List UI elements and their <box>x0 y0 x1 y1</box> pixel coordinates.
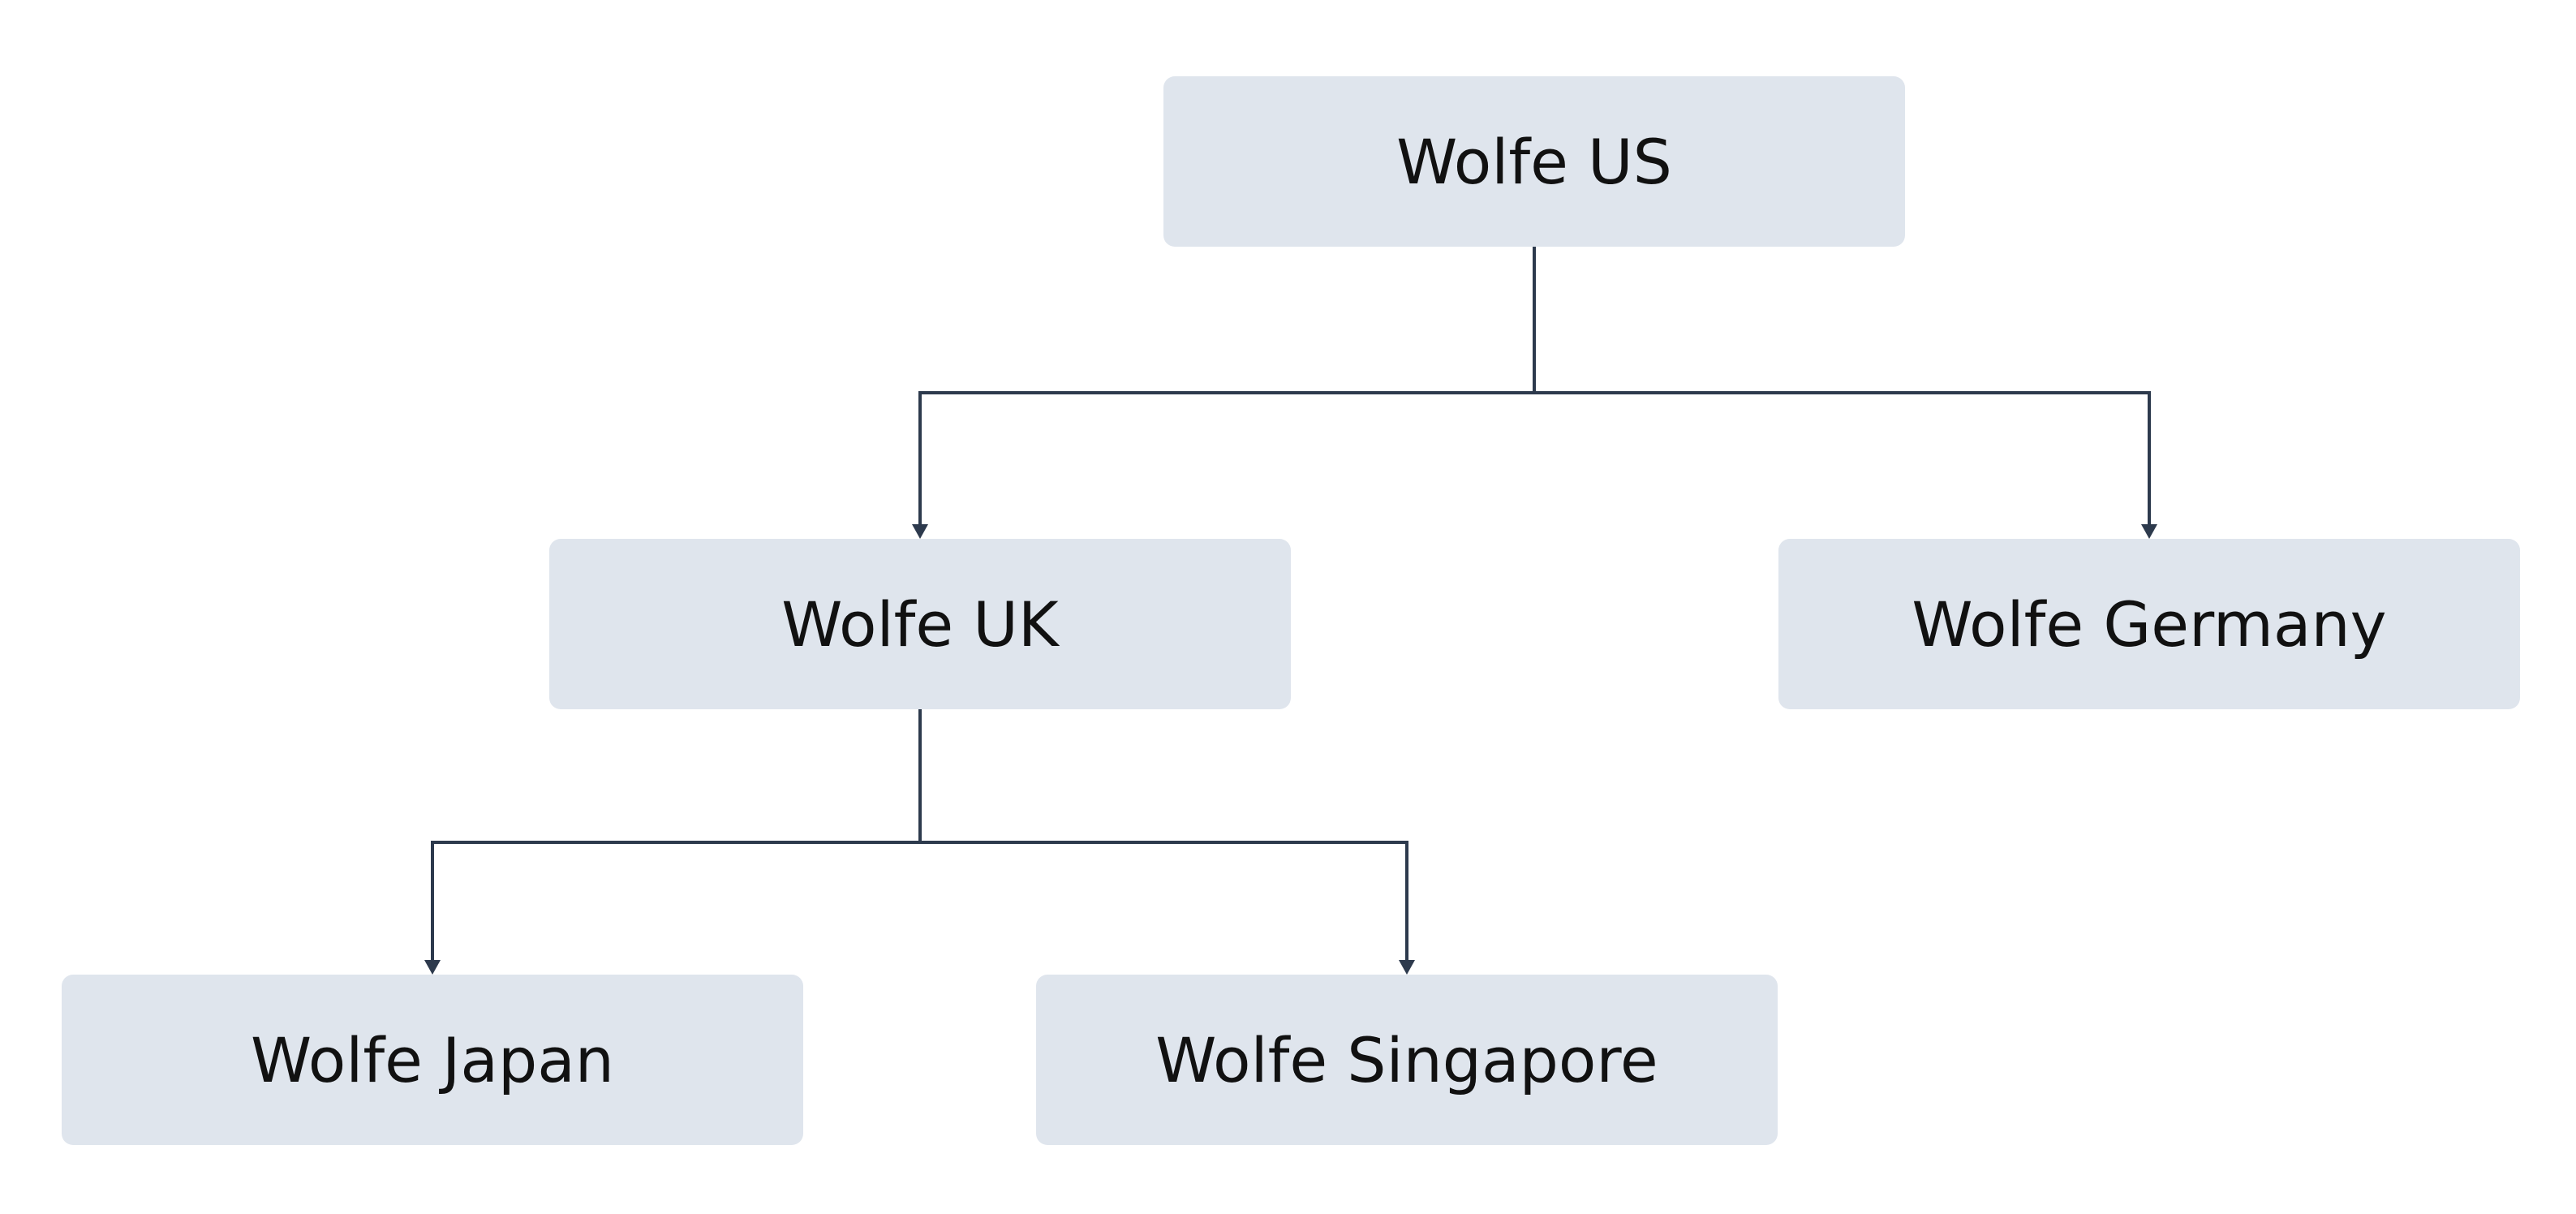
connector-uk-to-singapore <box>920 841 1408 963</box>
arrowhead-japan <box>424 960 441 975</box>
node-label-germany: Wolfe Germany <box>1912 588 2387 661</box>
node-wolfe-germany[interactable]: Wolfe Germany <box>1778 539 2520 709</box>
connector-uk-to-japan <box>431 709 922 963</box>
node-label-singapore: Wolfe Singapore <box>1155 1023 1658 1096</box>
node-label-us: Wolfe US <box>1396 125 1672 198</box>
node-wolfe-singapore[interactable]: Wolfe Singapore <box>1036 975 1778 1145</box>
connector-us-to-germany <box>1534 391 2151 527</box>
arrowhead-uk <box>912 524 928 539</box>
connector-us-to-uk <box>918 247 1536 527</box>
arrowhead-germany <box>2141 524 2157 539</box>
node-label-uk: Wolfe UK <box>781 588 1059 661</box>
arrowhead-singapore <box>1399 960 1415 975</box>
node-wolfe-us[interactable]: Wolfe US <box>1163 76 1905 247</box>
node-wolfe-uk[interactable]: Wolfe UK <box>549 539 1291 709</box>
node-label-japan: Wolfe Japan <box>251 1023 614 1096</box>
node-wolfe-japan[interactable]: Wolfe Japan <box>62 975 803 1145</box>
